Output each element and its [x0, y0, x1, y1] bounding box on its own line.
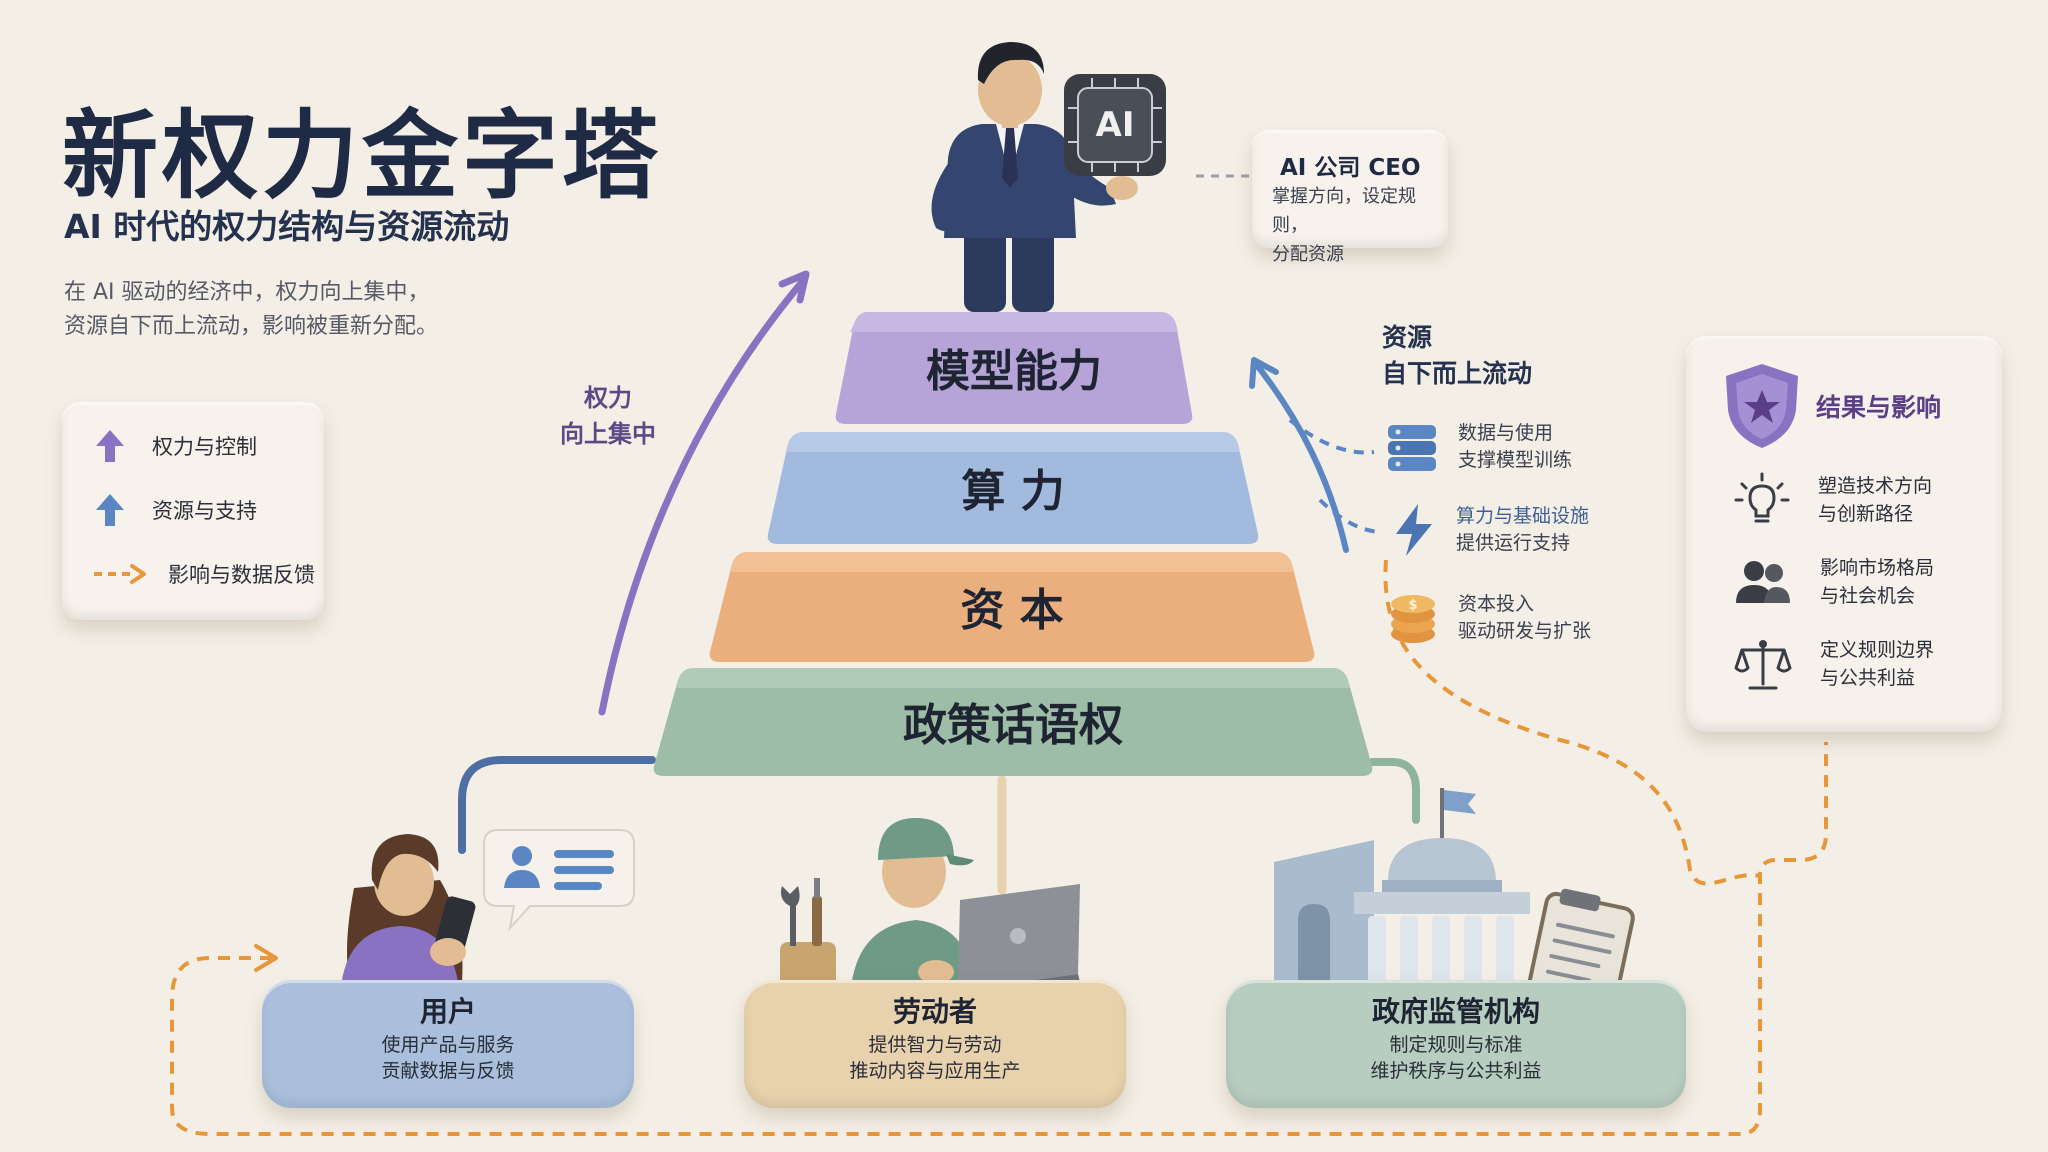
outcome-item-market: 影响市场格局 与社会机会: [1734, 554, 1934, 610]
legend-item-power: 权力与控制: [90, 426, 257, 466]
resource-label-line-2: 自下而上流动: [1382, 359, 1533, 388]
ai-chip-label: AI: [1096, 105, 1135, 145]
ceo-title: AI 公司 CEO: [1280, 155, 1421, 181]
legend-label-resource: 资源与支持: [152, 499, 257, 523]
feedback-loop: [170, 742, 1828, 1136]
worker-figure: [780, 818, 1080, 1002]
resource-item-compute: 算力与基础设施 提供运行支持: [1390, 502, 1589, 558]
resource-item-capital: $ 资本投入 驱动研发与扩张: [1386, 590, 1591, 646]
outcome-rules-line-1: 定义规则边界: [1820, 639, 1935, 661]
contact-icon: [512, 846, 532, 866]
legend-item-resource: 资源与支持: [90, 490, 257, 530]
pyramid-layer-policy: 政策话语权: [650, 662, 1376, 780]
resource-compute-line-1: 算力与基础设施: [1456, 505, 1590, 527]
blue-up-arrow-icon: [96, 494, 124, 526]
ceo-description: 掌握方向，设定规则， 分配资源: [1272, 182, 1442, 269]
page-subtitle: AI 时代的权力结构与资源流动: [64, 207, 510, 246]
outcome-market-line-2: 与社会机会: [1820, 585, 1916, 607]
purple-up-arrow-icon: [96, 430, 124, 462]
worker-title: 劳动者: [892, 995, 977, 1028]
lightbulb-icon: [1734, 472, 1790, 523]
legend-panel: 权力与控制 资源与支持 影响与数据反馈: [62, 402, 324, 620]
scales-icon: [1734, 640, 1792, 690]
government-desc-line-2: 维护秩序与公共利益: [1370, 1060, 1542, 1082]
worker-desc-line-1: 提供智力与劳动: [868, 1034, 1002, 1056]
power-label-line-1: 权力: [584, 384, 632, 412]
outcome-tech-line-2: 与创新路径: [1818, 503, 1914, 525]
outcome-item-rules: 定义规则边界 与公共利益: [1734, 636, 1934, 692]
resource-label-line-1: 资源: [1382, 323, 1433, 352]
screwdriver-icon: [812, 896, 822, 946]
base-government: 政府监管机构 制定规则与标准 维护秩序与公共利益: [1226, 980, 1686, 1108]
layer-label-capital: 资 本: [960, 585, 1064, 636]
outcome-market-line-1: 影响市场格局: [1820, 557, 1935, 579]
resource-arrow: [1253, 361, 1349, 553]
government-desc-line-1: 制定规则与标准: [1389, 1034, 1523, 1056]
resource-capital-line-2: 驱动研发与扩张: [1458, 620, 1592, 642]
lightning-icon: [1396, 504, 1432, 556]
layer-label-compute: 算 力: [961, 466, 1065, 517]
pyramid-layer-capital: 资 本: [706, 546, 1318, 666]
user-desc-line-1: 使用产品与服务: [381, 1034, 515, 1056]
outcome-rules-line-2: 与公共利益: [1820, 667, 1916, 689]
flag-icon: [1444, 790, 1476, 814]
legend-item-feedback: 影响与数据反馈: [90, 554, 315, 594]
user-title: 用户: [419, 995, 476, 1028]
people-icon: [1736, 561, 1790, 603]
government-description: 制定规则与标准 维护秩序与公共利益: [1226, 1032, 1686, 1084]
base-worker: 劳动者 提供智力与劳动 推动内容与应用生产: [744, 980, 1126, 1108]
description-line-1: 在 AI 驱动的经济中，权力向上集中，: [64, 280, 430, 305]
power-label-line-2: 向上集中: [560, 420, 656, 448]
orange-dashed-arrow-icon: [94, 564, 146, 584]
legend-label-feedback: 影响与数据反馈: [168, 563, 315, 587]
user-desc-line-2: 贡献数据与反馈: [381, 1060, 515, 1082]
resource-flow-label: 资源 自下而上流动: [1382, 320, 1532, 392]
resource-capital-line-1: 资本投入: [1458, 593, 1535, 615]
ceo-figure: AI: [931, 42, 1166, 312]
base-user: 用户 使用产品与服务 贡献数据与反馈: [262, 980, 634, 1108]
page-title: 新权力金字塔: [62, 100, 662, 212]
shield-star-icon: [1726, 364, 1798, 448]
user-description: 使用产品与服务 贡献数据与反馈: [262, 1032, 634, 1084]
power-arrow: [598, 278, 806, 716]
ceo-card: AI 公司 CEO 掌握方向，设定规则， 分配资源: [1252, 130, 1448, 265]
database-icon: [1388, 425, 1436, 471]
resource-compute-line-2: 提供运行支持: [1456, 532, 1571, 554]
svg-text:$: $: [1408, 598, 1417, 613]
layer-label-model: 模型能力: [926, 346, 1102, 397]
coins-icon: $: [1391, 595, 1435, 643]
description-line-2: 资源自下而上流动，影响被重新分配。: [64, 314, 439, 339]
outcomes-panel: 结果与影响 塑造技术方向 与创新路径 影响市场格局 与社会机会: [1686, 336, 2002, 732]
power-flow-label: 权力 向上集中: [560, 380, 656, 452]
pyramid-layer-compute: 算 力: [764, 426, 1262, 548]
outcome-item-tech: 塑造技术方向 与创新路径: [1734, 472, 1932, 528]
worker-desc-line-2: 推动内容与应用生产: [849, 1060, 1021, 1082]
legend-label-power: 权力与控制: [152, 435, 257, 459]
worker-description: 提供智力与劳动 推动内容与应用生产: [744, 1032, 1126, 1084]
ceo-desc-line-2: 分配资源: [1272, 244, 1344, 265]
government-title: 政府监管机构: [1371, 995, 1540, 1028]
outcomes-title: 结果与影响: [1816, 393, 1942, 422]
wrench-icon: [781, 886, 800, 946]
pyramid-layer-model: 模型能力: [832, 306, 1196, 428]
layer-label-policy: 政策话语权: [903, 700, 1123, 751]
resource-data-line-2: 支撑模型训练: [1458, 449, 1573, 471]
user-figure: [340, 829, 635, 1000]
ceo-desc-line-1: 掌握方向，设定规则，: [1272, 186, 1416, 236]
resource-data-line-1: 数据与使用: [1458, 422, 1554, 444]
outcome-tech-line-1: 塑造技术方向: [1818, 475, 1933, 497]
page-description: 在 AI 驱动的经济中，权力向上集中， 资源自下而上流动，影响被重新分配。: [64, 276, 584, 344]
resource-item-data: 数据与使用 支撑模型训练: [1384, 420, 1572, 474]
